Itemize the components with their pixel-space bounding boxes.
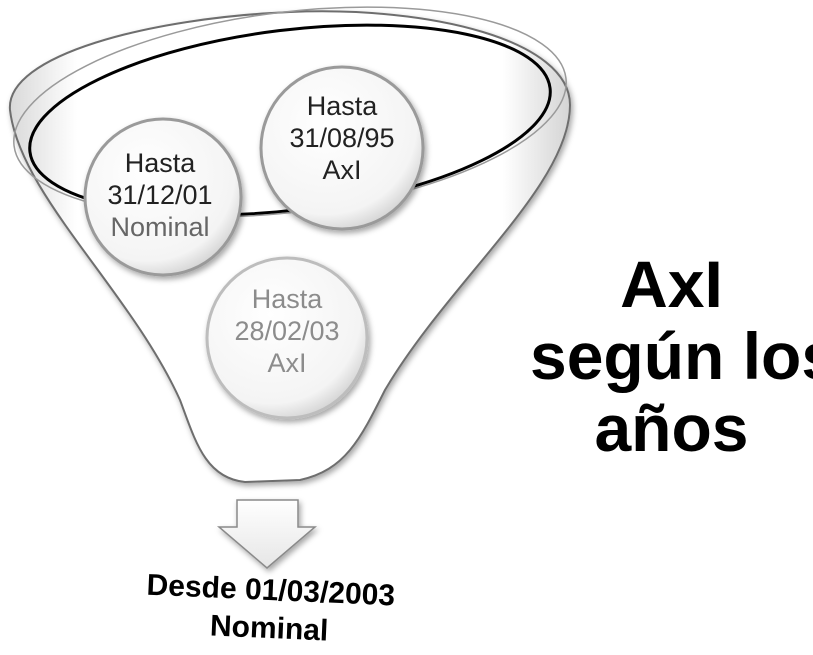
side-title-line1: AxI xyxy=(620,247,723,321)
circle-bottom-line3: AxI xyxy=(267,348,306,378)
circle-left-line3: Nominal xyxy=(110,212,209,242)
circle-bottom-line2: 28/02/03 xyxy=(234,316,339,346)
circle-bottom-line1: Hasta xyxy=(252,284,324,314)
side-title: AxI según los años xyxy=(530,248,813,464)
circle-left-line2: 31/12/01 xyxy=(107,180,212,210)
circle-right-line2: 31/08/95 xyxy=(289,123,394,153)
circle-right-line3: AxI xyxy=(322,155,361,185)
result-caption: Desde 01/03/2003 Nominal xyxy=(99,565,442,655)
circle-left: Hasta 31/12/01 Nominal xyxy=(83,117,243,277)
side-title-line3: años xyxy=(594,391,749,465)
circle-left-line1: Hasta xyxy=(125,148,197,178)
circle-right-line1: Hasta xyxy=(307,91,379,121)
side-title-line2: según los xyxy=(530,319,813,393)
circle-right: Hasta 31/08/95 AxI xyxy=(259,65,425,231)
circle-bottom: Hasta 28/02/03 AxI xyxy=(205,256,369,420)
down-arrow-icon xyxy=(216,499,318,569)
